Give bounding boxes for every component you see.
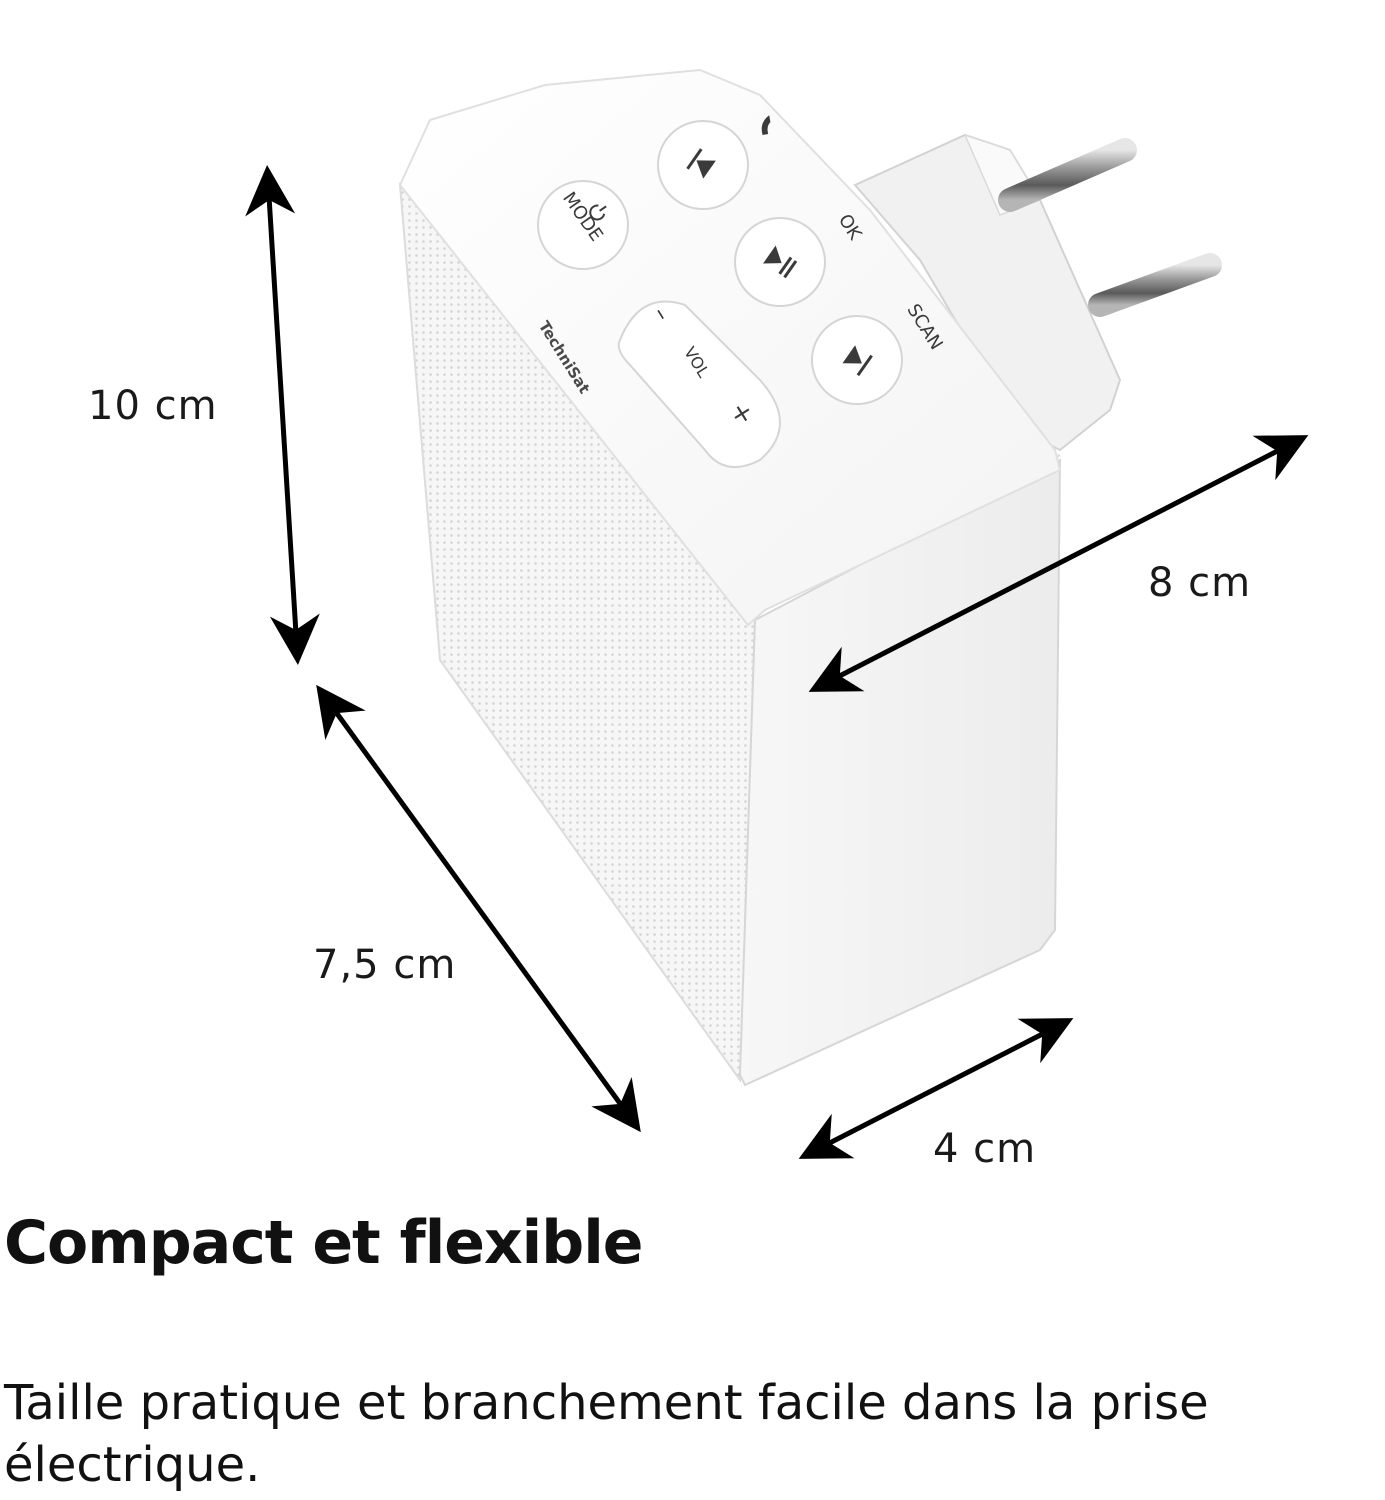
depth-arrow — [808, 435, 1309, 692]
play-pause-icon — [763, 245, 798, 279]
product-dimension-figure: MODE OK SCAN VOL – + TechniSat — [245, 68, 1309, 1159]
mode-button[interactable] — [537, 180, 629, 270]
volume-rocker[interactable] — [617, 300, 781, 468]
skip-forward-icon — [842, 345, 873, 377]
height-label: 10 cm — [88, 383, 218, 429]
description: Taille pratique et branchement facile da… — [4, 1375, 1209, 1493]
width-label: 7,5 cm — [313, 942, 457, 988]
skip-back-icon — [686, 148, 716, 179]
height-arrow — [245, 165, 320, 665]
dimension-arrows — [245, 165, 1309, 1159]
headline: Compact et flexible — [4, 1208, 643, 1278]
phone-icon — [761, 115, 771, 136]
thickness-arrow — [798, 1018, 1074, 1159]
power-plug — [853, 133, 1222, 452]
thickness-label: 4 cm — [933, 1126, 1037, 1172]
power-icon — [589, 204, 607, 221]
width-arrow — [316, 684, 641, 1133]
depth-label: 8 cm — [1148, 560, 1252, 606]
